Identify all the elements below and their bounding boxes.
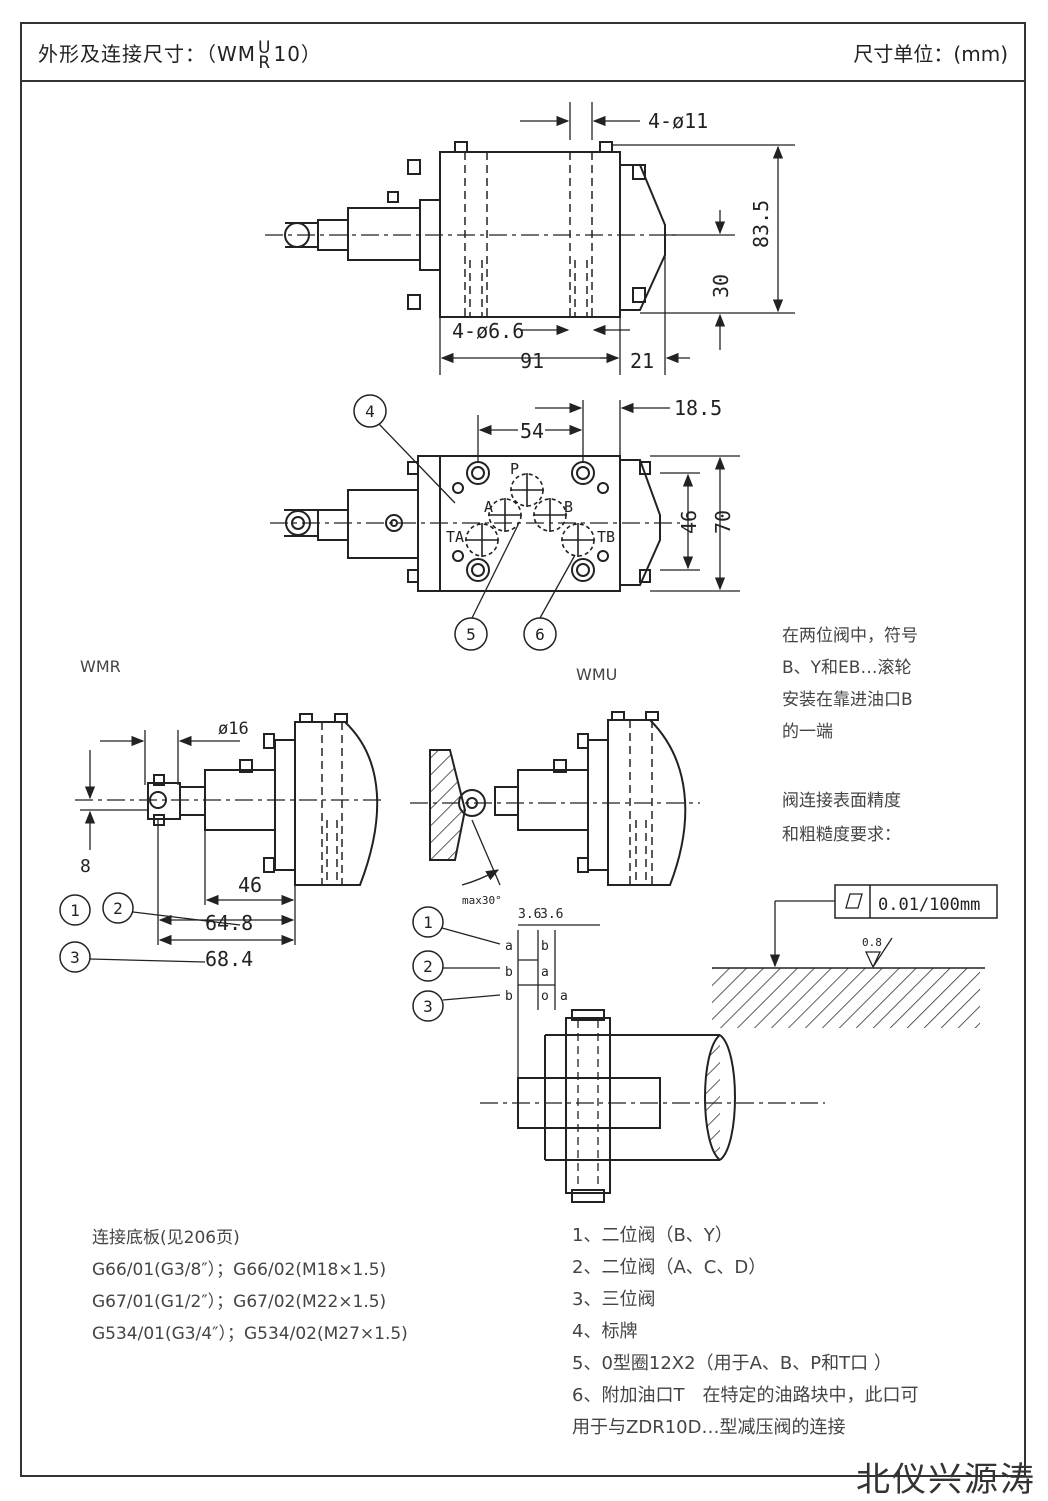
surface-spec [712, 884, 998, 1028]
callout-2-wmr: 2 [113, 899, 123, 918]
valve-top-view [265, 102, 795, 375]
subplate-list: 连接底板(见206页) G66/01(G3/8″）；G66/02(M18×1.5… [92, 1222, 408, 1350]
port-b: B [564, 498, 573, 516]
dim-64-8: 64.8 [205, 911, 253, 935]
callout-1-table: 1 [423, 913, 433, 932]
dim-4-holes-11: 4-ø11 [648, 109, 708, 133]
dim-54: 54 [520, 419, 544, 443]
dim-3-6-b: 3.6 [540, 907, 563, 922]
table-cell: b [505, 989, 513, 1004]
label-wmu: WMU [576, 665, 618, 684]
roughness-value: 0.8 [862, 936, 882, 949]
dim-4-holes-6-6: 4-ø6.6 [452, 319, 524, 343]
dim-30: 30 [709, 274, 733, 298]
dim-91: 91 [520, 349, 544, 373]
callout-4: 4 [365, 402, 375, 421]
port-p: P [510, 460, 519, 478]
dim-46-vertical: 46 [677, 510, 701, 534]
table-cell: a [505, 939, 513, 954]
dim-max-angle: max30° [462, 894, 502, 907]
callout-2-table: 2 [423, 957, 433, 976]
label-wmr: WMR [80, 657, 121, 676]
port-a: A [484, 498, 493, 516]
dim-dia-16: ø16 [218, 719, 249, 739]
list-item: 2、二位阀（A、C、D） [572, 1257, 767, 1278]
roller-note: 在两位阀中，符号 B、Y和EB…滚轮 安装在靠进油口B 的一端 [782, 626, 918, 742]
callout-1-wmr: 1 [70, 901, 80, 920]
wmu-detail [410, 711, 700, 886]
list-item: 6、附加油口T 在特定的油路块中，此口可 [572, 1385, 919, 1406]
dim-8: 8 [80, 856, 91, 877]
list-item: G534/01(G3/4″）；G534/02(M27×1.5) [92, 1324, 408, 1344]
list-item: G67/01(G1/2″）；G67/02(M22×1.5) [92, 1292, 387, 1312]
callout-5: 5 [466, 625, 476, 644]
list-item: 3、三位阀 [572, 1289, 656, 1310]
dim-18-5: 18.5 [674, 396, 722, 420]
dim-70: 70 [711, 510, 735, 534]
list-item: 4、标牌 [572, 1321, 638, 1342]
dim-68-4: 68.4 [205, 947, 253, 971]
wmr-detail [59, 713, 385, 973]
unit-label: 尺寸单位：(mm) [853, 42, 1008, 66]
port-tb: TB [597, 528, 615, 546]
watermark: 北仪兴源涛 [856, 1460, 1036, 1500]
table-cell: a [541, 965, 549, 980]
valve-face-view [270, 394, 740, 651]
callout-3-table: 3 [423, 997, 433, 1016]
callout-3-wmr: 3 [70, 948, 80, 967]
drawing-frame [20, 22, 1026, 1477]
table-cell: b [541, 939, 549, 954]
list-item: 连接底板(见206页) [92, 1228, 240, 1248]
position-table [412, 906, 600, 1120]
callout-6: 6 [535, 625, 545, 644]
roller-cylinder [480, 1009, 825, 1203]
table-cell: a [560, 989, 568, 1004]
dim-46-wmr: 46 [238, 873, 262, 897]
dim-3-6-a: 3.6 [518, 907, 541, 922]
table-cell: b [505, 965, 513, 980]
dim-21: 21 [630, 349, 654, 373]
list-item: 5、0型圈12X2（用于A、B、P和T口 ） [572, 1353, 892, 1374]
list-item: G66/01(G3/8″）；G66/02(M18×1.5) [92, 1260, 387, 1280]
flatness-value: 0.01/100mm [878, 895, 980, 915]
parts-legend: 1、二位阀（B、Y） 2、二位阀（A、C、D） 3、三位阀 4、标牌 5、0型圈… [572, 1220, 918, 1444]
dim-83-5: 83.5 [749, 200, 773, 248]
list-item: 1、二位阀（B、Y） [572, 1225, 733, 1246]
surface-note: 阀连接表面精度 和粗糙度要求： [782, 791, 901, 845]
table-cell: o [541, 989, 549, 1004]
list-item: 用于与ZDR10D…型减压阀的连接 [572, 1417, 846, 1438]
port-ta: TA [446, 528, 464, 546]
